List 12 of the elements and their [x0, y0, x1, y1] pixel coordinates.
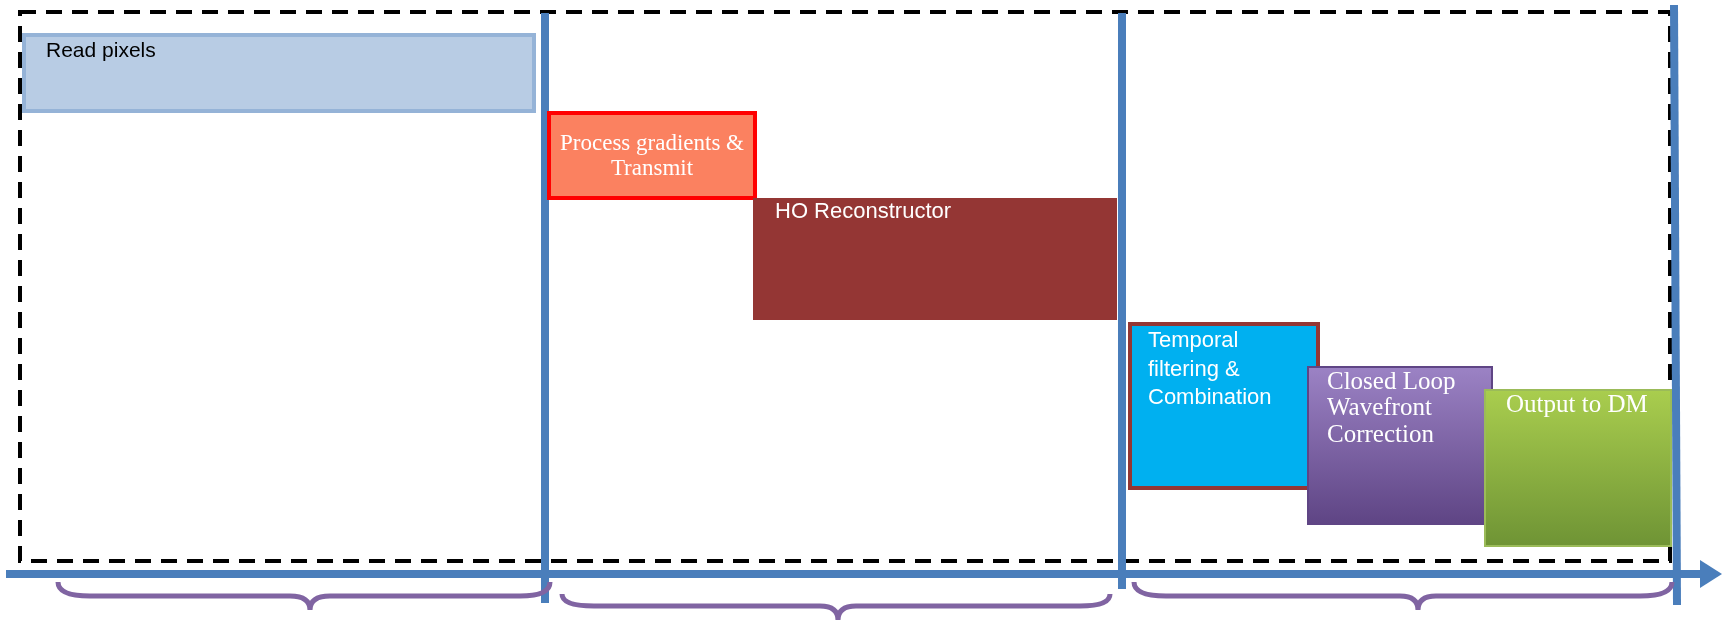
- task-bar: [1307, 366, 1493, 525]
- task-label: Temporal filtering & Combination: [1148, 326, 1273, 412]
- task-label: Read pixels: [46, 37, 156, 63]
- task-bar: [22, 33, 536, 113]
- task-label: Process gradients & Transmit: [559, 131, 745, 180]
- task-bar: [1128, 322, 1320, 490]
- task-label: Closed Loop Wavefront Correction: [1327, 368, 1457, 447]
- task-label: HO Reconstructor: [775, 198, 952, 225]
- task-label: Output to DM: [1506, 391, 1648, 418]
- task-bar: [1484, 389, 1672, 547]
- task-bar: [753, 198, 1117, 320]
- task-bar: [547, 111, 757, 200]
